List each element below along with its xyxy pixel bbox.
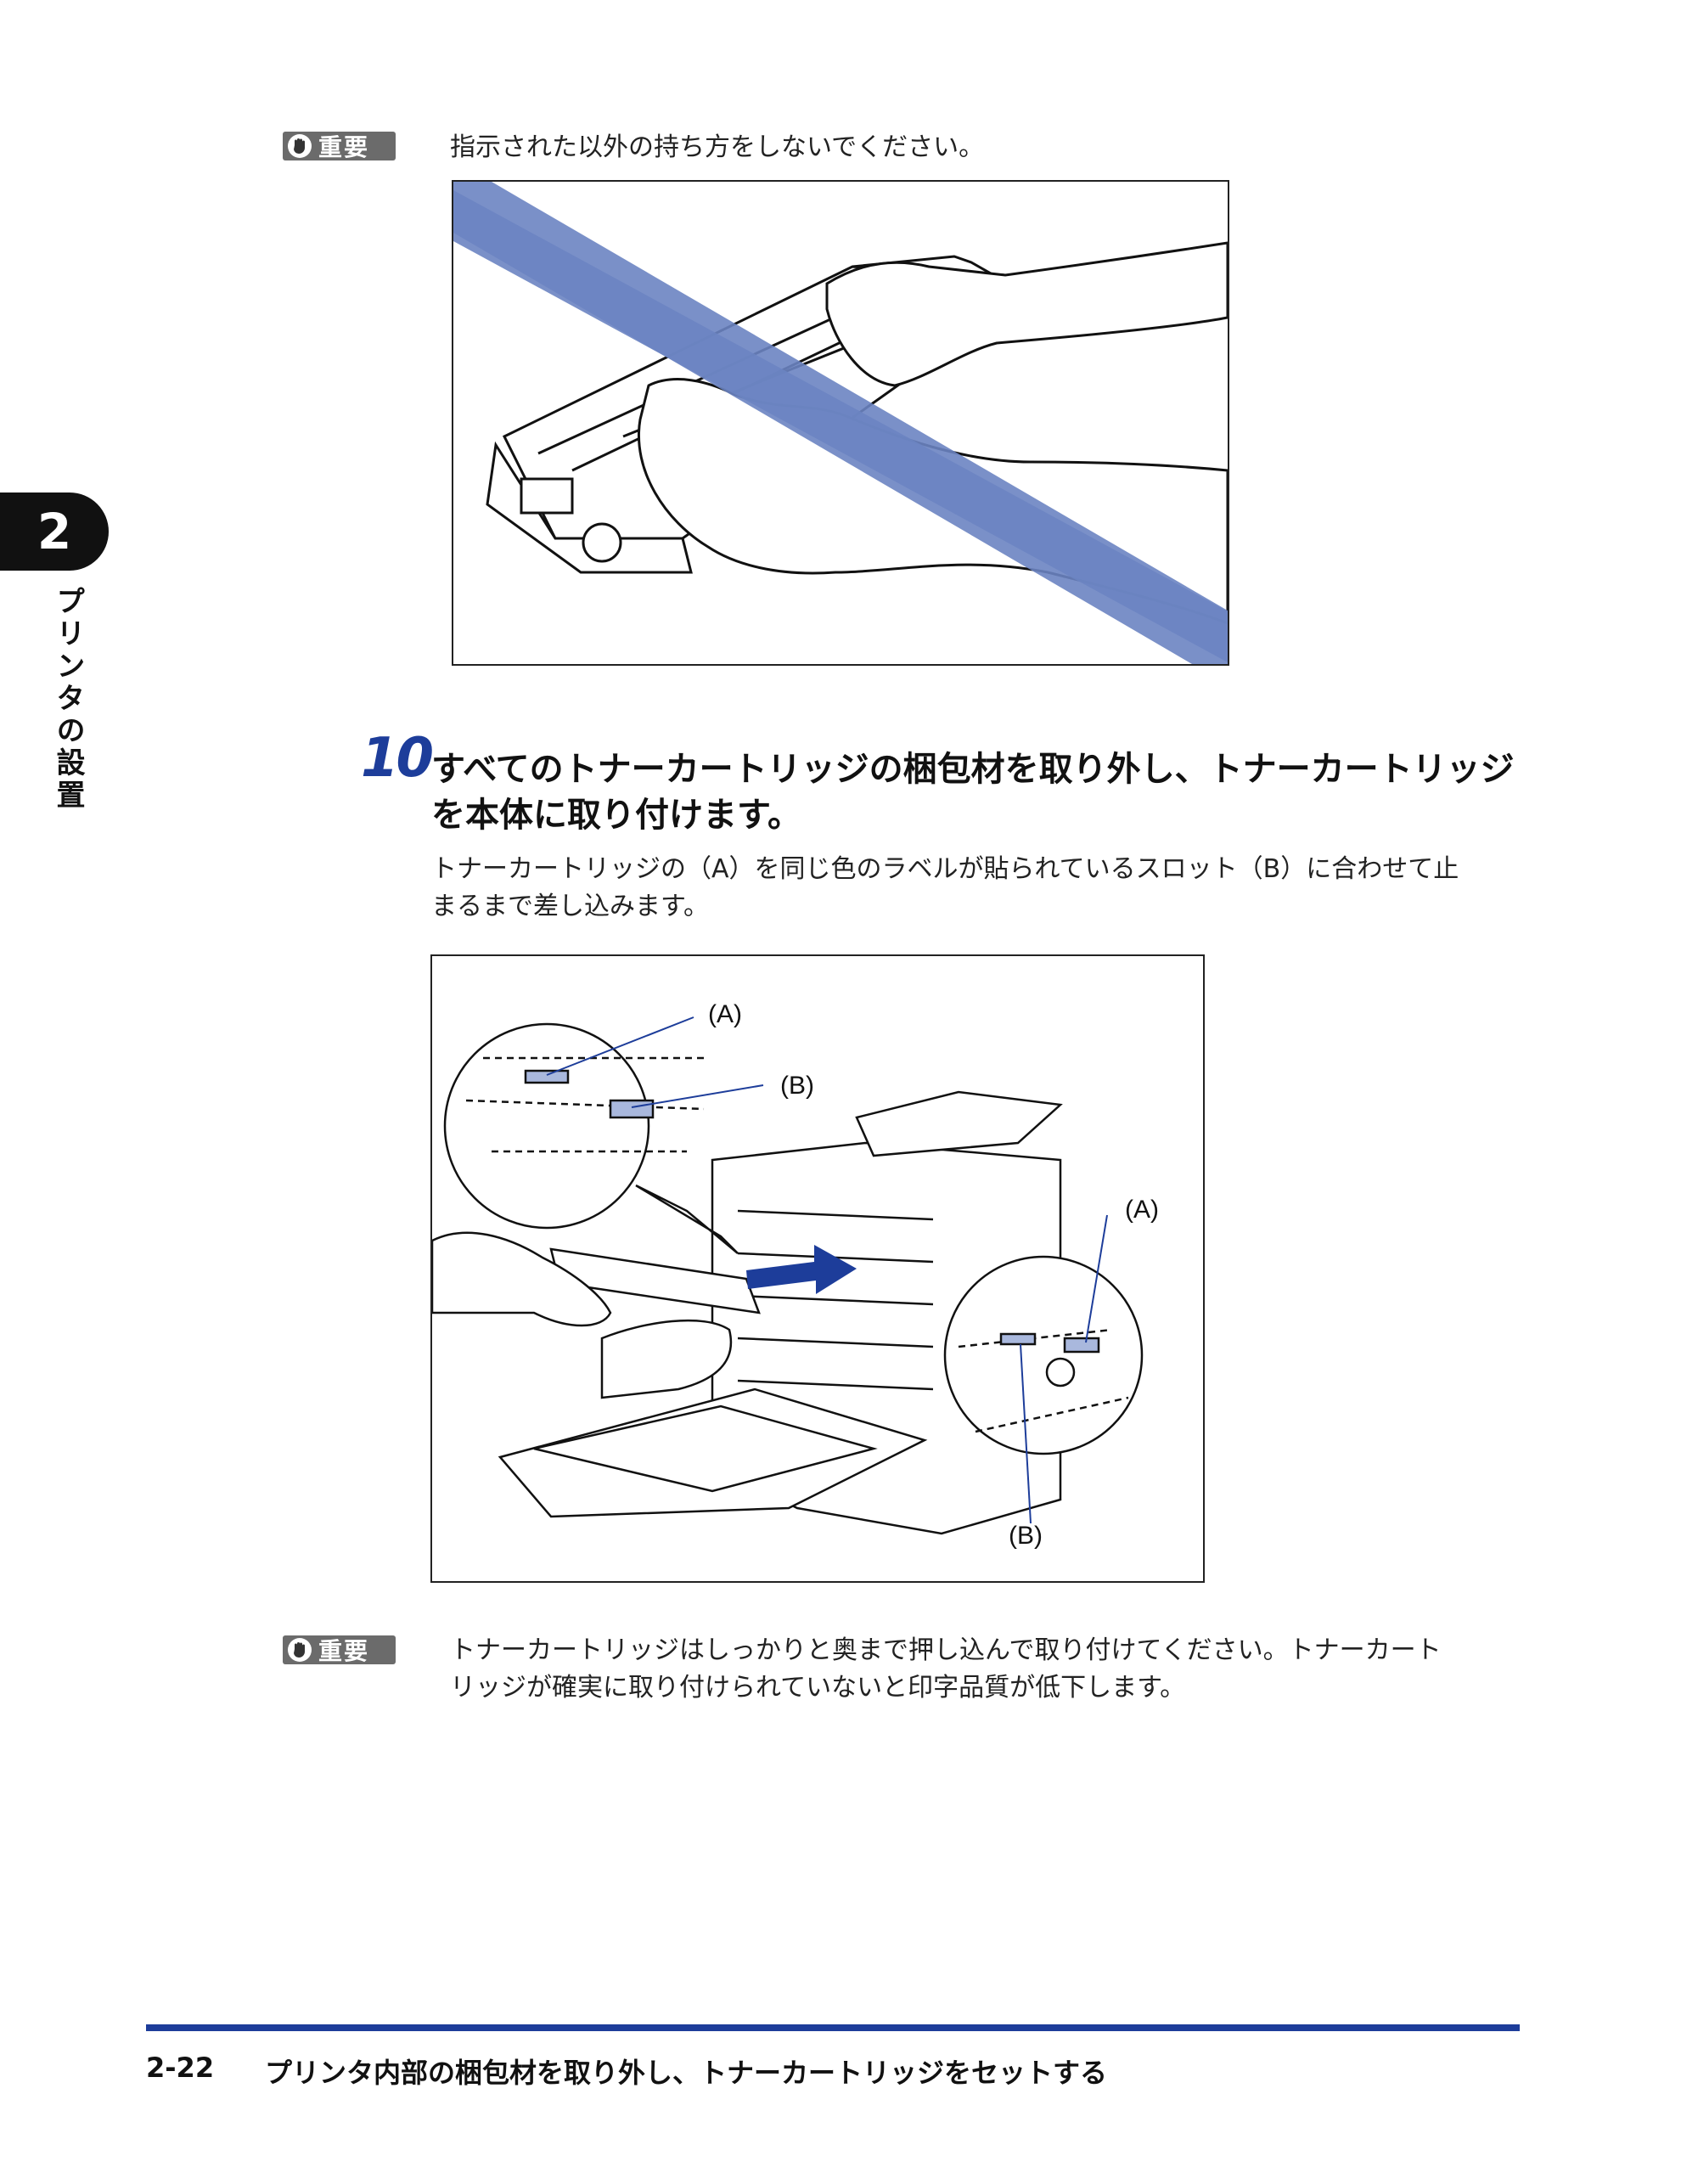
important-note-bottom-line1: トナーカートリッジはしっかりと奥まで押し込んで取り付けてください。トナーカート: [450, 1635, 1442, 1665]
important-badge-label: 重要: [318, 133, 370, 161]
important-note-text: 指示された以外の持ち方をしないでください。: [450, 132, 985, 162]
chapter-title: プリンタの設置: [51, 586, 85, 812]
step-body-line2: まるまで差し込みます。: [431, 892, 709, 921]
figure-prohibited-hold: [452, 180, 1229, 666]
important-badge: 重要: [283, 132, 396, 161]
page-number: 2-22: [146, 2052, 215, 2084]
chapter-tab: 2: [0, 493, 109, 571]
important-badge-bottom: 重要: [283, 1635, 396, 1665]
label-a-top: (A): [708, 1000, 742, 1028]
step-title-line1: すべてのトナーカートリッジの梱包材を取り外し、トナーカートリッジ: [431, 750, 1515, 789]
footer-rule: [146, 2024, 1520, 2031]
hand-stop-icon: [288, 1638, 312, 1662]
label-a-right: (A): [1125, 1196, 1159, 1224]
step-body-line1: トナーカートリッジの（A）を同じ色のラベルが貼られているスロット（B）に合わせて…: [431, 854, 1459, 884]
footer-title: プリンタ内部の梱包材を取り外し、トナーカートリッジをセットする: [265, 2057, 1108, 2089]
figure-cartridge-insertion: (A) (B) (A) (B): [430, 954, 1205, 1583]
important-badge-label: 重要: [318, 1637, 370, 1665]
cartridge-hold-illustration: [453, 182, 1229, 664]
step-number: 10: [361, 727, 434, 790]
label-b-top: (B): [780, 1072, 814, 1100]
printer-insertion-illustration: [430, 1016, 1144, 1535]
step-title-line2: を本体に取り付けます。: [431, 796, 801, 835]
label-b-bottom: (B): [1009, 1522, 1043, 1550]
important-note-bottom-line2: リッジが確実に取り付けられていないと印字品質が低下します。: [450, 1673, 1186, 1703]
insert-arrow-icon: [746, 1245, 857, 1294]
hand-stop-icon: [288, 134, 312, 158]
chapter-number: 2: [37, 503, 72, 560]
